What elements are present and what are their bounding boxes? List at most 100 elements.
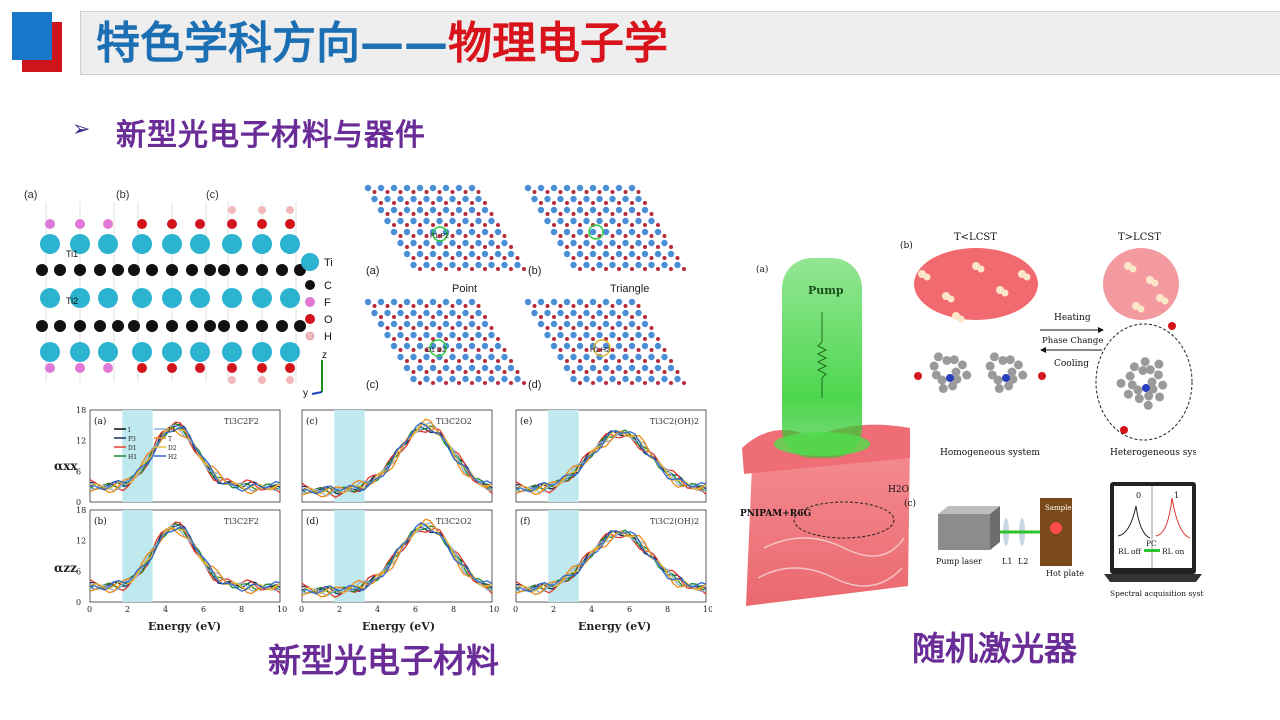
phase-tag: (b) bbox=[900, 240, 913, 251]
axis-z-label: z bbox=[322, 350, 327, 361]
svg-text:(a): (a) bbox=[94, 416, 106, 427]
svg-text:Ti3C2(OH)2: Ti3C2(OH)2 bbox=[650, 417, 699, 426]
svg-text:Ti3C2O2: Ti3C2O2 bbox=[436, 417, 472, 426]
page-title: 特色学科方向——物理电子学 bbox=[96, 16, 668, 72]
svg-text:12: 12 bbox=[76, 537, 86, 546]
svg-text:12: 12 bbox=[76, 437, 86, 446]
cooling-label: Cooling bbox=[1054, 359, 1089, 369]
lattice-tag-d: (d) bbox=[528, 379, 541, 391]
bullet-arrow-icon: ➢ bbox=[72, 117, 91, 142]
title-part-1: 特色学科方向—— bbox=[96, 18, 448, 69]
svg-text:P1: P1 bbox=[168, 427, 176, 434]
svg-text:(d): (d) bbox=[306, 516, 319, 527]
svg-text:0: 0 bbox=[299, 605, 304, 614]
water-label: H2O bbox=[888, 485, 909, 495]
legend-f: F bbox=[324, 297, 331, 309]
svg-text:I: I bbox=[128, 427, 131, 434]
svg-text:(c): (c) bbox=[306, 416, 318, 427]
svg-text:8: 8 bbox=[451, 605, 456, 614]
legend-o: O bbox=[324, 314, 333, 326]
pump-laser-label: Pump laser bbox=[936, 557, 982, 566]
svg-text:T: T bbox=[168, 436, 172, 443]
atom-label-ti2: Ti2 bbox=[66, 296, 78, 306]
svg-text:0: 0 bbox=[513, 605, 518, 614]
svg-text:2: 2 bbox=[125, 605, 130, 614]
rl-on-label: RL on bbox=[1162, 547, 1185, 556]
material-label: PNIPAM+R6G bbox=[740, 509, 811, 519]
svg-text:18: 18 bbox=[76, 406, 86, 415]
svg-text:(b): (b) bbox=[94, 516, 107, 527]
svg-text:(f): (f) bbox=[520, 516, 530, 527]
lattice-name-triangle: Triangle bbox=[610, 283, 649, 295]
svg-text:10: 10 bbox=[703, 605, 712, 614]
left-caption: Homogeneous system bbox=[940, 448, 1040, 458]
svg-text:4: 4 bbox=[589, 605, 594, 614]
svg-text:10: 10 bbox=[277, 605, 287, 614]
heating-label: Heating bbox=[1054, 313, 1091, 323]
caption-random-laser: 随机激光器 bbox=[912, 629, 1077, 668]
pc-label: PC bbox=[1146, 539, 1157, 548]
xlabel-2: Energy (eV) bbox=[362, 620, 435, 633]
svg-text:18: 18 bbox=[76, 506, 86, 515]
ylabel-top: αxx bbox=[54, 459, 78, 473]
header-accent-blue bbox=[12, 12, 52, 60]
lattice-tag-c: (c) bbox=[366, 379, 379, 391]
svg-text:6: 6 bbox=[76, 567, 81, 576]
lattice-name-point: Point bbox=[452, 283, 477, 295]
sample-label: Sample bbox=[1045, 504, 1071, 512]
ylabel-bottom: αzz bbox=[54, 561, 77, 575]
svg-text:D1: D1 bbox=[128, 445, 137, 452]
svg-text:4: 4 bbox=[375, 605, 380, 614]
atom-label-ti1: Ti1 bbox=[66, 249, 78, 259]
xlabel-3: Energy (eV) bbox=[578, 620, 651, 633]
phase-change-label: Phase Change bbox=[1042, 336, 1103, 346]
setup-figure: (c) Pump laser L1 L2 Sample Hot plate 0 … bbox=[904, 482, 1204, 598]
lattice-sites-a: P1 P2 bbox=[430, 233, 449, 240]
screen-0: 0 bbox=[1136, 491, 1141, 500]
svg-text:2: 2 bbox=[551, 605, 556, 614]
pump-label: Pump bbox=[808, 284, 844, 297]
svg-text:Ti3C2O2: Ti3C2O2 bbox=[436, 517, 472, 526]
legend-c: C bbox=[324, 280, 332, 292]
random-laser-figure: (a) Pump PNIPAM+R6G H2O bbox=[740, 258, 910, 606]
setup-caption: Spectral acquisition system bbox=[1110, 589, 1204, 598]
svg-text:8: 8 bbox=[665, 605, 670, 614]
right-title: T>LCST bbox=[1118, 232, 1161, 243]
section-subtitle: 新型光电子材料与器件 bbox=[116, 118, 426, 153]
structure-figure: (a) (b) (c) Ti1 Ti2 Ti C F O H z y bbox=[24, 189, 333, 399]
lattice-tag-a: (a) bbox=[366, 265, 379, 277]
structure-tag-b: (b) bbox=[116, 189, 129, 201]
legend-ti: Ti bbox=[324, 257, 333, 269]
structure-tag-c: (c) bbox=[206, 189, 219, 201]
lattice-sites-c: D1 D2 bbox=[426, 347, 446, 354]
title-part-2: 物理电子学 bbox=[448, 18, 668, 69]
svg-text:H2: H2 bbox=[168, 454, 177, 461]
svg-text:P3: P3 bbox=[128, 436, 136, 443]
left-title: T<LCST bbox=[954, 232, 997, 243]
svg-text:D2: D2 bbox=[168, 445, 177, 452]
svg-text:Ti3C2(OH)2: Ti3C2(OH)2 bbox=[650, 517, 699, 526]
svg-text:4: 4 bbox=[163, 605, 168, 614]
lattice-figure: (a) Point (b) Triangle (c) (d) P1 P2 D1 … bbox=[364, 184, 686, 391]
svg-text:0: 0 bbox=[87, 605, 92, 614]
setup-tag: (c) bbox=[904, 498, 916, 509]
svg-text:Ti3C2F2: Ti3C2F2 bbox=[224, 417, 259, 426]
structure-tag-a: (a) bbox=[24, 189, 37, 201]
svg-text:6: 6 bbox=[413, 605, 418, 614]
svg-text:H1: H1 bbox=[128, 454, 137, 461]
svg-text:Ti3C2F2: Ti3C2F2 bbox=[224, 517, 259, 526]
lattice-tag-b: (b) bbox=[528, 265, 541, 277]
legend-h: H bbox=[324, 331, 332, 343]
svg-text:6: 6 bbox=[627, 605, 632, 614]
screen-1: 1 bbox=[1174, 491, 1179, 500]
svg-text:10: 10 bbox=[489, 605, 499, 614]
svg-text:6: 6 bbox=[201, 605, 206, 614]
svg-text:8: 8 bbox=[239, 605, 244, 614]
rl-off-label: RL off bbox=[1118, 547, 1142, 556]
phase-change-figure: (b) T<LCST T>LCST Heating Phase Change C… bbox=[900, 232, 1196, 458]
svg-text:0: 0 bbox=[76, 598, 81, 607]
svg-text:2: 2 bbox=[337, 605, 342, 614]
l1-label: L1 bbox=[1002, 557, 1012, 566]
xlabel-1: Energy (eV) bbox=[148, 620, 221, 633]
axis-y-label: y bbox=[303, 388, 308, 399]
